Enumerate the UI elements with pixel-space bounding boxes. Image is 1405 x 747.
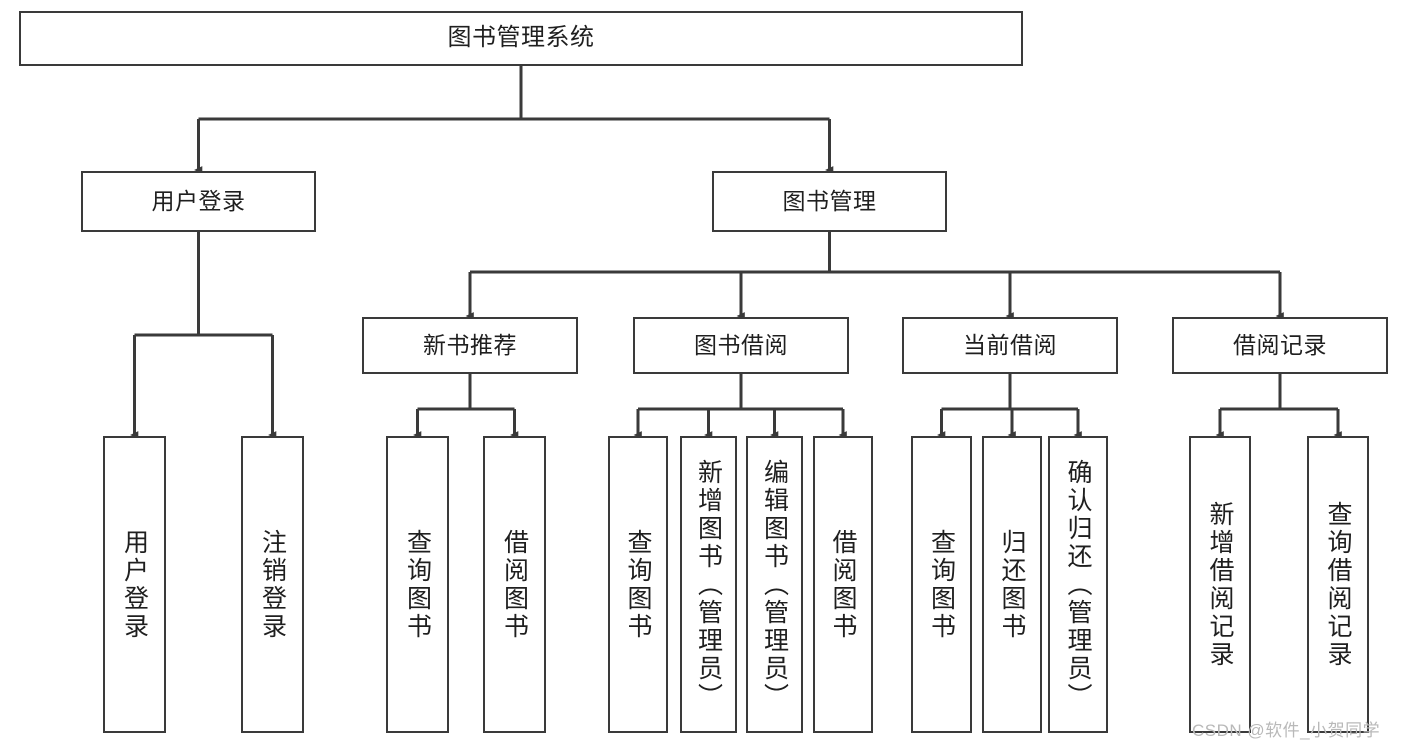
- node-leaf-cu-c[interactable]: 确认归还（管理员）: [1048, 436, 1108, 733]
- node-label: 新书推荐: [423, 331, 517, 358]
- node-label: 借阅记录: [1233, 331, 1327, 358]
- node-leaf-re-q[interactable]: 查询借阅记录: [1307, 436, 1369, 733]
- node-label: 图书管理: [782, 187, 877, 214]
- node-label: 确认归还（管理员）: [1064, 458, 1092, 711]
- node-label: 用户登录: [120, 528, 149, 641]
- node-label: 查询借阅记录: [1324, 500, 1352, 669]
- node-leaf-login[interactable]: 用户登录: [103, 436, 166, 733]
- node-leaf-nb-b[interactable]: 借阅图书: [483, 436, 546, 733]
- node-label: 借阅图书: [500, 528, 529, 641]
- node-leaf-bo-b[interactable]: 借阅图书: [813, 436, 873, 733]
- node-label: 新增图书（管理员）: [694, 458, 723, 711]
- node-borrow[interactable]: 图书借阅: [633, 317, 849, 374]
- node-label: 图书管理系统: [447, 24, 595, 52]
- node-newbook[interactable]: 新书推荐: [362, 317, 578, 374]
- csdn-watermark: CSDN @软件_小贺同学: [1192, 721, 1381, 740]
- node-label: 用户登录: [151, 187, 246, 214]
- node-label: 新增借阅记录: [1206, 500, 1234, 669]
- node-label: 编辑图书（管理员）: [760, 458, 789, 711]
- node-label: 查询图书: [927, 528, 956, 641]
- node-leaf-logout[interactable]: 注销登录: [241, 436, 304, 733]
- node-leaf-bo-ed[interactable]: 编辑图书（管理员）: [746, 436, 803, 733]
- node-leaf-cu-r[interactable]: 归还图书: [982, 436, 1042, 733]
- node-label: 当前借阅: [963, 331, 1057, 358]
- node-leaf-nb-q[interactable]: 查询图书: [386, 436, 449, 733]
- node-label: 注销登录: [258, 528, 287, 641]
- edge-group: [130, 66, 1342, 439]
- node-login[interactable]: 用户登录: [81, 171, 316, 232]
- node-root[interactable]: 图书管理系统: [19, 11, 1023, 66]
- node-leaf-re-add[interactable]: 新增借阅记录: [1189, 436, 1251, 733]
- node-records[interactable]: 借阅记录: [1172, 317, 1388, 374]
- node-label: 借阅图书: [829, 528, 857, 641]
- node-bookmgmt[interactable]: 图书管理: [712, 171, 947, 232]
- node-label: 图书借阅: [694, 331, 788, 358]
- node-current[interactable]: 当前借阅: [902, 317, 1118, 374]
- node-leaf-cu-q[interactable]: 查询图书: [911, 436, 972, 733]
- node-leaf-bo-q[interactable]: 查询图书: [608, 436, 668, 733]
- node-label: 归还图书: [998, 528, 1026, 641]
- node-label: 查询图书: [624, 528, 652, 641]
- node-label: 查询图书: [403, 528, 432, 641]
- node-leaf-bo-add[interactable]: 新增图书（管理员）: [680, 436, 737, 733]
